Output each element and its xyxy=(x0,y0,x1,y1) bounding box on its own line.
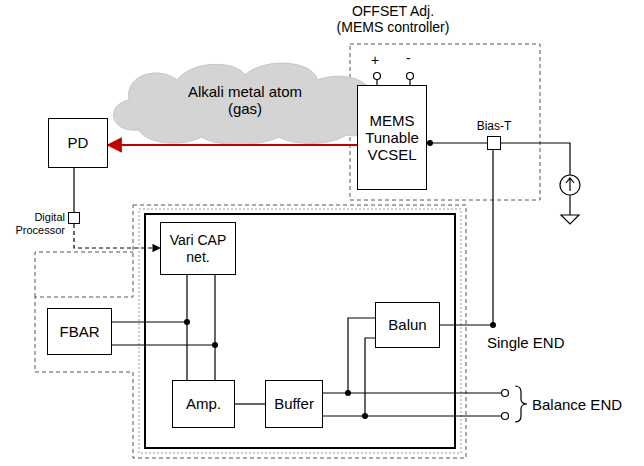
terminal-sign: + xyxy=(371,52,379,68)
dashed-region xyxy=(35,252,133,297)
brace-bracket xyxy=(515,386,527,422)
dashed-region xyxy=(350,44,540,200)
dashed-region xyxy=(35,205,466,458)
signal-wire xyxy=(440,150,493,325)
wire xyxy=(501,143,570,215)
balun-box: Balun xyxy=(375,302,440,348)
current-source-arrow xyxy=(566,178,574,191)
wire xyxy=(323,338,502,416)
terminal xyxy=(502,390,509,397)
bias-tee-box: Bias-T xyxy=(487,136,501,150)
photodetector-box: PD xyxy=(48,118,108,168)
ground-symbol xyxy=(561,215,579,224)
wire xyxy=(187,275,215,380)
node-label: Amp. xyxy=(186,395,221,412)
output-label: Balance END xyxy=(532,396,622,413)
node-label: PD xyxy=(68,134,89,151)
signal-wire xyxy=(73,168,74,212)
node-label: Vari CAP net. xyxy=(166,232,230,264)
signal-wire xyxy=(427,142,487,143)
node-label: FBAR xyxy=(59,323,99,340)
output-label: Single END xyxy=(487,334,565,351)
signal-wire xyxy=(323,318,375,393)
terminal xyxy=(374,73,381,80)
amplifier-box: Amp. xyxy=(172,380,235,428)
processor-box: Digital Processor xyxy=(68,212,80,224)
cloud-shape xyxy=(114,63,379,144)
signal-wire xyxy=(112,275,187,322)
node-label: Digital Processor xyxy=(7,211,65,236)
laser-beam-arrow xyxy=(108,144,357,146)
control-label: OFFSET Adj. (MEMS controller) xyxy=(328,3,458,35)
current-source-symbol xyxy=(560,175,580,195)
gas-cloud: Alkali metal atom (gas) xyxy=(100,55,390,145)
terminal-sign: - xyxy=(406,50,411,66)
signal-wire xyxy=(112,345,215,380)
node-label: Buffer xyxy=(274,395,314,412)
resonator-box: FBAR xyxy=(47,308,112,355)
laser-box: MEMS Tunable VCSEL xyxy=(357,85,427,190)
node-label: Balun xyxy=(388,316,426,333)
node-label: Alkali metal atom (gas) xyxy=(170,83,320,118)
signal-wire xyxy=(74,224,160,248)
junction-dot xyxy=(362,413,368,419)
terminal xyxy=(407,73,414,80)
terminal xyxy=(502,413,509,420)
module-box xyxy=(145,214,455,448)
capacitor-network-box: Vari CAP net. xyxy=(160,222,236,275)
node-label: Bias-T xyxy=(477,120,512,134)
signal-wire xyxy=(235,403,265,404)
buffer-box: Buffer xyxy=(265,380,323,428)
node-label: MEMS Tunable VCSEL xyxy=(363,112,421,164)
